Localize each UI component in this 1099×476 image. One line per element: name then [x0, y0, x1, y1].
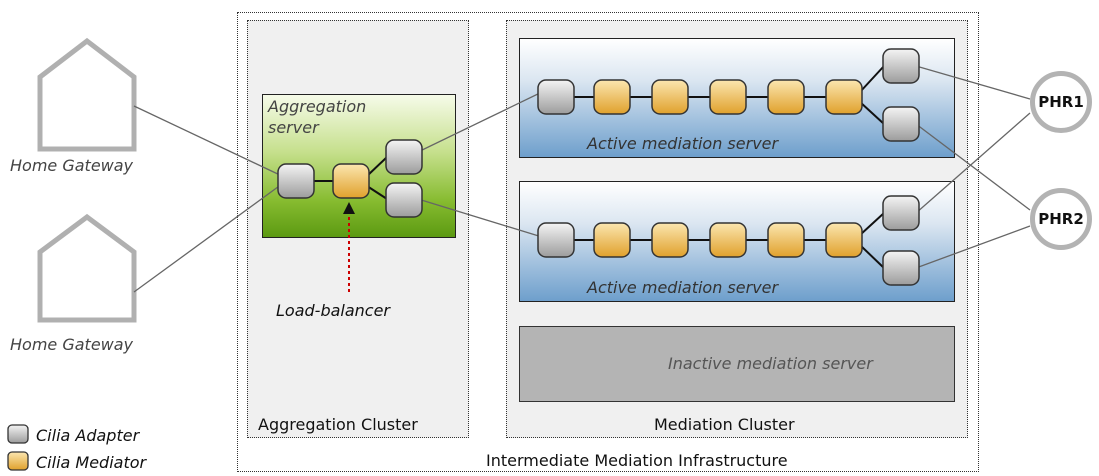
agg-adapter-input [277, 163, 315, 199]
legend-adapter-swatch [7, 424, 29, 444]
phr1-node: PHR1 [1030, 71, 1092, 133]
phr2-label: PHR2 [1038, 210, 1084, 228]
inactive-server-label: Inactive mediation server [668, 354, 873, 373]
s1-adapter-input [537, 79, 575, 115]
s1-mediator-2 [651, 79, 689, 115]
link-s2-bottom-to-phr2 [915, 225, 1031, 269]
s1-mediator-5 [825, 79, 863, 115]
home-gateway-bottom-label: Home Gateway [10, 335, 134, 354]
load-balancer-label: Load-balancer [276, 301, 391, 320]
agg-adapter-out-2 [385, 182, 423, 218]
s1-branch-down [859, 101, 885, 125]
s1-adapter-out-1 [882, 48, 920, 84]
legend-adapter-label: Cilia Adapter [36, 426, 140, 445]
s1-adapter-out-2 [882, 106, 920, 142]
phr1-label: PHR1 [1038, 93, 1084, 111]
agg-link-branch-down [366, 185, 388, 200]
mediation-cluster-label: Mediation Cluster [654, 415, 795, 434]
s2-adapter-out-2 [882, 250, 920, 286]
s2-mediator-5 [825, 222, 863, 258]
s2-branch-up [859, 212, 885, 236]
legend-mediator-label: Cilia Mediator [36, 453, 147, 472]
link-aggregation-to-server1 [417, 91, 543, 153]
link-s2-top-to-phr1 [915, 112, 1031, 214]
s1-branch-up [859, 65, 885, 93]
s2-adapter-input [537, 222, 575, 258]
home-gateway-house-bottom [37, 213, 137, 323]
s2-branch-down [859, 244, 885, 269]
s2-mediator-3 [709, 222, 747, 258]
link-house-top-to-aggregation [133, 105, 283, 177]
link-s1-bottom-to-phr2 [915, 123, 1031, 211]
aggregation-cluster-label: Aggregation Cluster [258, 415, 418, 434]
active-server-2-label: Active mediation server [587, 278, 779, 297]
phr2-node: PHR2 [1030, 188, 1092, 250]
link-s1-top-to-phr1 [915, 65, 1031, 100]
s1-mediator-1 [593, 79, 631, 115]
s2-mediator-1 [593, 222, 631, 258]
home-gateway-top-label: Home Gateway [10, 156, 134, 175]
s2-mediator-4 [767, 222, 805, 258]
s1-mediator-3 [709, 79, 747, 115]
home-gateway-house-top [37, 37, 137, 152]
link-aggregation-to-server2 [417, 198, 543, 238]
agg-adapter-out-1 [385, 139, 423, 175]
s2-mediator-2 [651, 222, 689, 258]
agg-mediator [332, 163, 370, 199]
s1-mediator-4 [767, 79, 805, 115]
link-house-bottom-to-aggregation [133, 183, 283, 293]
s2-adapter-out-1 [882, 195, 920, 231]
inactive-mediation-server [519, 326, 955, 402]
infrastructure-label: Intermediate Mediation Infrastructure [486, 451, 788, 470]
legend-mediator-swatch [7, 451, 29, 471]
infrastructure-box [237, 12, 979, 472]
agg-link-branch-up [366, 156, 388, 177]
active-server-1-label: Active mediation server [587, 134, 779, 153]
aggregation-server-label: Aggregation server [268, 97, 367, 137]
